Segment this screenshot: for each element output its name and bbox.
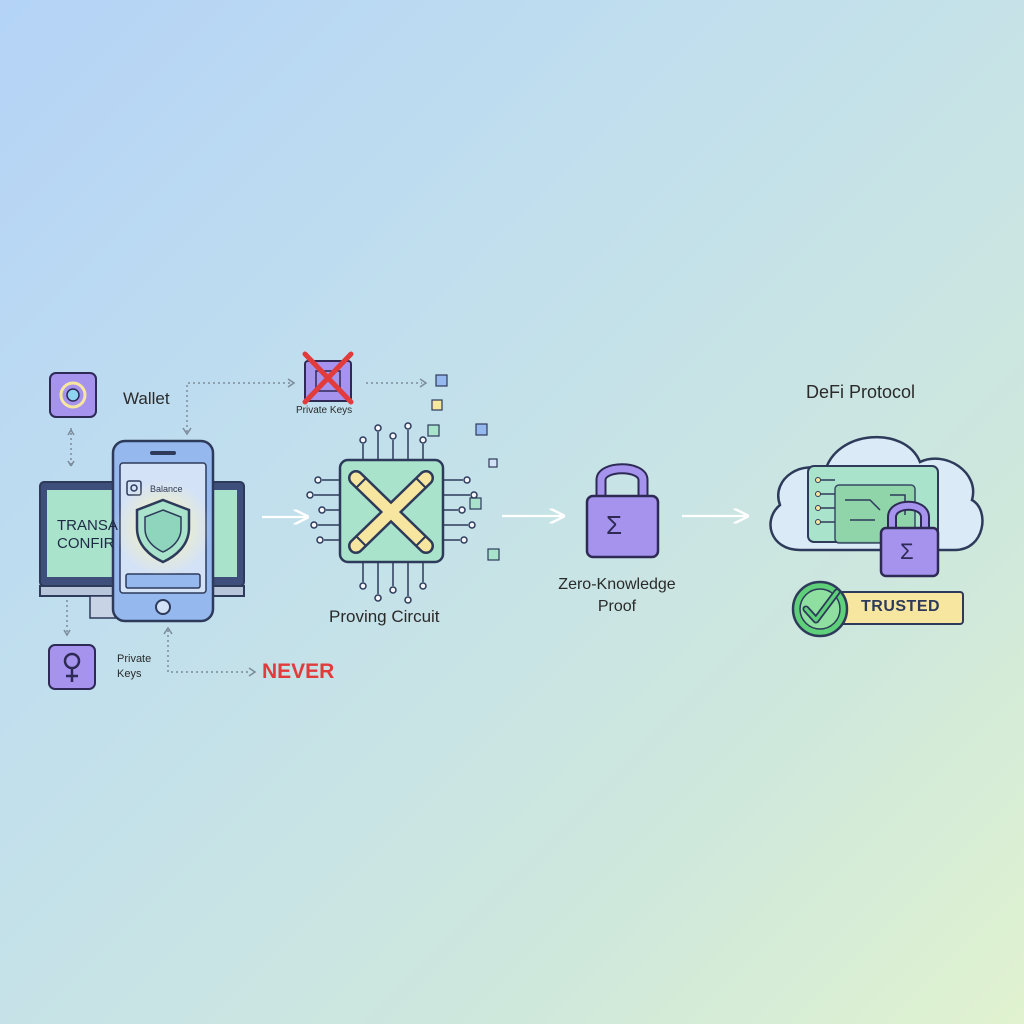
laptop-transaction-text: TRANSA CONFIR [57, 517, 118, 553]
dotted-connector [167, 630, 250, 673]
padlock-icon [585, 463, 660, 559]
shield-icon [135, 498, 191, 564]
zk-line-1: Zero-Knowledge [558, 576, 676, 593]
phone-balance-text: Balance [150, 484, 183, 494]
proving-circuit-chip [338, 458, 445, 564]
wallet-label: Wallet [123, 389, 170, 408]
private-keys-line-2: Keys [117, 668, 142, 680]
dotted-connector-arrowheads [67, 429, 75, 467]
zk-line-2: Proof [597, 598, 637, 615]
key-app-icon [48, 644, 96, 690]
data-fragments [427, 374, 500, 561]
private-keys-top-label: Private Keys [296, 405, 353, 416]
defi-protocol-label: DeFi Protocol [806, 382, 916, 402]
sigma-symbol: Σ [606, 510, 623, 540]
proving-circuit-label: Proving Circuit [329, 607, 440, 626]
defi-sigma-symbol: Σ [900, 539, 914, 564]
dotted-connector [186, 382, 290, 432]
check-circle-icon [791, 580, 849, 638]
private-keys-line-1: Private [117, 653, 152, 665]
zk-proof-label: Zero-Knowledge Proof [537, 574, 697, 618]
never-label: NEVER [262, 660, 335, 683]
wallet-app-icon [49, 372, 97, 418]
circuit-pins [306, 422, 478, 604]
laptop-line-1: TRANSA [57, 517, 118, 534]
defi-padlock-icon [879, 500, 940, 578]
trusted-label: TRUSTED [861, 598, 941, 615]
laptop-line-2: CONFIR [57, 535, 115, 552]
private-keys-bottom-label: Private Keys [117, 652, 151, 682]
x-mark-icon [302, 351, 354, 405]
